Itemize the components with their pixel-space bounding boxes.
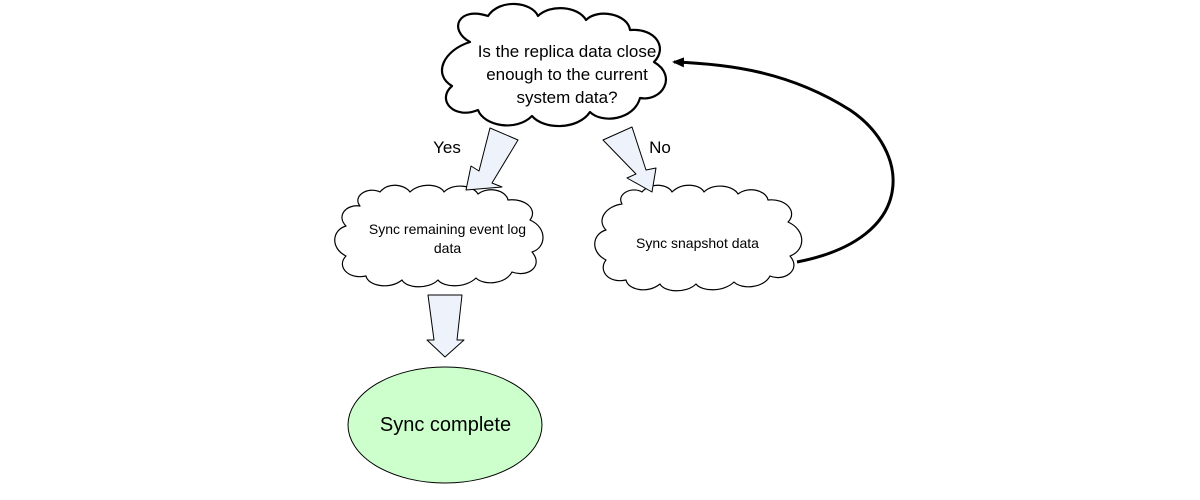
event-log-label: Sync remaining event log data: [368, 221, 527, 256]
loop-back-arrow: [672, 57, 895, 264]
event-log-cloud: [334, 184, 544, 288]
snapshot-cloud: [594, 184, 803, 292]
sync-complete-label: Sync complete: [379, 414, 512, 436]
sync-complete-ellipse: [347, 366, 543, 484]
snapshot-label: Sync snapshot data: [636, 235, 759, 251]
yes-block-arrow: [465, 127, 519, 191]
no-block-arrow: [602, 126, 657, 193]
question-cloud: [440, 2, 668, 128]
question-label: Is the replica data close enough to the …: [477, 42, 657, 107]
no-edge-label: No: [649, 138, 671, 157]
complete-block-arrow: [426, 294, 465, 358]
yes-edge-label: Yes: [433, 138, 461, 157]
